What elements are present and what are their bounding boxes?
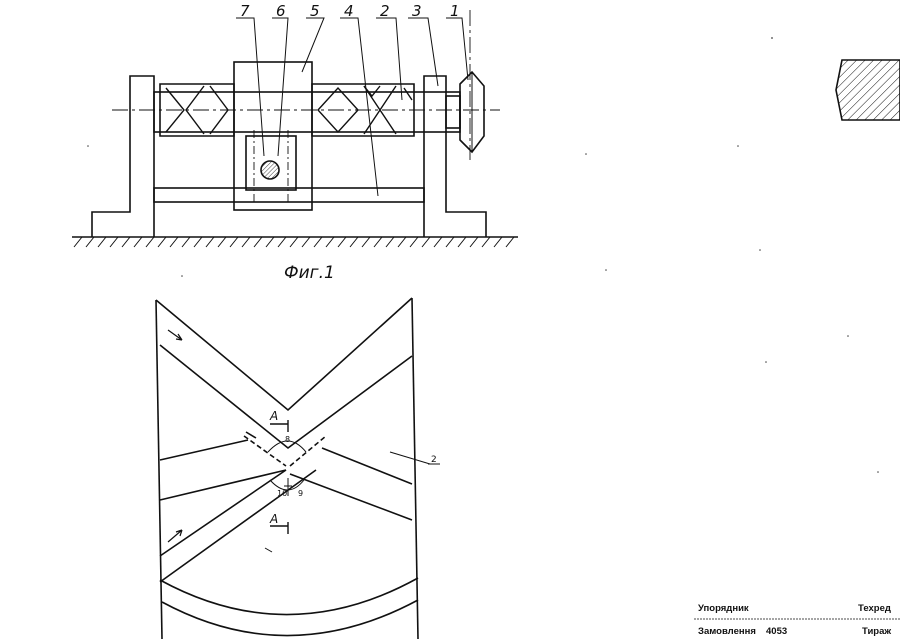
figure-2: [156, 298, 440, 639]
techred-label: Техред: [858, 603, 891, 614]
part-label-1: 1: [450, 2, 460, 20]
flow-arrow-top: [168, 330, 182, 340]
part-label-2-fig2: 2: [431, 455, 437, 465]
flow-arrow-bottom: [168, 530, 182, 542]
left-stand: [92, 76, 154, 237]
part-label-3: 3: [412, 2, 422, 20]
lower-left-band: [160, 440, 286, 500]
figure-1-part-labels: 7 6 5 4 2 3 1: [240, 2, 460, 20]
part-label-4: 4: [344, 2, 354, 20]
order-number: 4053: [766, 626, 787, 637]
end-hub: [446, 96, 460, 128]
scan-specks: [87, 37, 879, 473]
figure-2-labels: A A 8 10 9 2: [269, 409, 437, 526]
pin: [261, 161, 279, 179]
hatched-section-fragment: [836, 60, 900, 120]
compiler-label: Упорядник: [698, 603, 749, 614]
print-run-label: Тираж: [862, 626, 891, 637]
part-label-2: 2: [380, 2, 390, 20]
figure-1: [72, 10, 518, 247]
left-wall: [156, 300, 162, 639]
footer-block: Упорядник Техред Замовлення 4053 Тираж: [694, 603, 900, 637]
upper-v-groove: [156, 298, 412, 410]
angle-label-9: 9: [298, 489, 303, 498]
right-wall: [412, 298, 418, 639]
ground-hatching: [74, 237, 514, 247]
figure-1-caption: Фиг.1: [284, 263, 335, 283]
right-stand: [424, 76, 486, 237]
part-label-7: 7: [240, 2, 250, 20]
angle-label-10: 10: [277, 489, 287, 498]
section-label-bottom: A: [269, 512, 278, 526]
angle-label-8: 8: [285, 435, 290, 444]
part-2-leader: [390, 452, 430, 464]
lower-band-right: [290, 448, 412, 520]
order-label: Замовлення: [698, 626, 756, 637]
bottom-arc-inner: [162, 600, 418, 636]
bottom-arc-outer: [160, 578, 418, 615]
section-label-top: A: [269, 409, 278, 423]
part-label-5: 5: [310, 2, 320, 20]
lower-band-left: [160, 470, 316, 582]
part-label-6: 6: [276, 2, 286, 20]
